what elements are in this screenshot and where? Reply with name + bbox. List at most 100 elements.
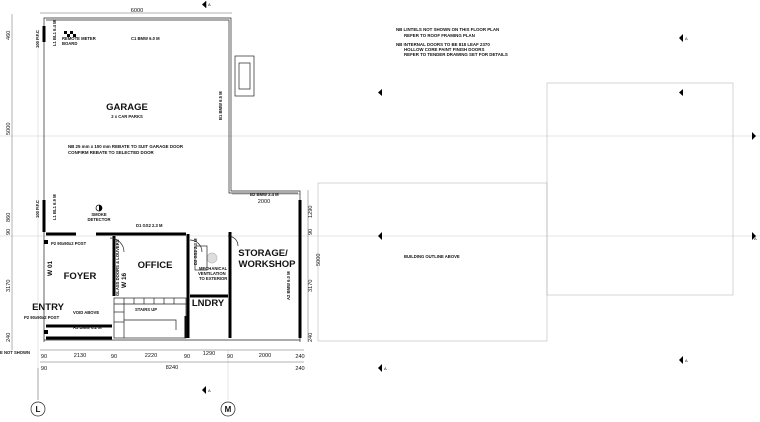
building-outline-above [317, 182, 548, 342]
svg-text:A: A [208, 2, 211, 7]
note-tender: REFER TO TENDER DRAWING SET FOR DETAILS [404, 52, 508, 57]
grid-bubble-m-label: M [225, 405, 232, 414]
dim-left-860: 860 [6, 213, 12, 222]
section-marker-right-mid [752, 132, 756, 140]
label-remote-board: BOARD [62, 41, 77, 46]
section-marker-top: A [202, 1, 211, 8]
room-garage-label: GARAGE [106, 102, 148, 113]
laundry-basin [206, 252, 218, 264]
dim-bottom-90a: 90 [41, 354, 47, 360]
dim-right-5000: 5000 [316, 254, 322, 266]
label-l1a: L1 BL1 6.4 M [52, 20, 57, 46]
svg-text:A: A [685, 36, 688, 41]
room-lndry-label: LNDRY [192, 298, 225, 309]
dim-outer-240: 240 [295, 366, 304, 372]
label-smoke-2: DETECTOR [88, 217, 111, 222]
label-glass-doors: GLASS DOORS & LOUVERS [115, 239, 120, 296]
note-internal-doors: NB INTERNAL DOORS TO BE 818 LEAF 2370 [396, 42, 490, 47]
dim-step-2000: 2000 [258, 199, 270, 205]
dim-left-90: 90 [6, 229, 12, 235]
room-foyer-label: FOYER [64, 271, 97, 282]
laundry-tub [194, 245, 208, 271]
label-mech-3: TO EXTERIOR [199, 276, 227, 281]
label-mech-1: MECHANICAL [199, 266, 228, 271]
smoke-detector-icon [95, 204, 103, 212]
dim-total: 8240 [166, 365, 178, 371]
chimney [234, 55, 255, 97]
label-d2: D2 GS2 2.3 M [193, 238, 198, 265]
dim-bottom-2130: 2130 [74, 353, 86, 359]
dim-bottom-240: 240 [295, 354, 304, 360]
svg-text:A: A [754, 236, 757, 241]
label-building-outline: BUILDING OUTLINE ABOVE [404, 254, 460, 259]
dim-bottom-90b: 90 [111, 354, 117, 360]
label-a2: A2 BMW 6.0 M [286, 271, 291, 300]
label-p2-post: P2 90x90x2 POST [51, 241, 87, 246]
label-not-shown: E NOT SHOWN [0, 350, 30, 355]
door-swing-lndry [189, 239, 203, 253]
label-p2-post2: P2 90x90x2 POST [24, 315, 60, 320]
dim-top: 6000 [131, 8, 143, 14]
door-swing-storage [227, 235, 239, 247]
section-marker-bottom-r2: A [378, 364, 387, 372]
label-mech-2: VENTILATION [198, 271, 226, 276]
post-icon [44, 330, 48, 334]
label-c1: C1 BMW 6.0 M [131, 36, 160, 41]
label-remote-meter: REMOTE METER [62, 36, 96, 41]
section-marker-right: A [752, 232, 757, 241]
section-marker-top-right: A [679, 34, 688, 42]
label-b2: B2 BMW 2.4 M [250, 192, 279, 197]
dim-left-5000: 5000 [6, 123, 12, 135]
dim-bottom-2220: 2220 [145, 353, 157, 359]
dim-outer-90: 90 [41, 366, 47, 372]
room-workshop-label: WORKSHOP [239, 259, 297, 270]
note-hollow-core: HOLLOW CORE PAINT FINISH DOORS [404, 47, 484, 52]
label-stairs-up: STAIRS UP [135, 307, 157, 312]
label-l1b: L1 BL1 6.9 M [52, 194, 57, 220]
note-lintels: NB LINTELS NOT SHOWN ON THIS FLOOR PLAN [396, 27, 499, 32]
section-marker-bottom-right: A [679, 356, 688, 364]
dim-right-240: 240 [308, 333, 314, 342]
label-pfc-mid: 100 P.F.C [35, 200, 40, 218]
garage-outer-wall [43, 17, 301, 342]
svg-text:A: A [384, 366, 387, 371]
dim-left-460: 460 [6, 31, 12, 40]
dim-bottom-2000: 2000 [259, 353, 271, 359]
section-marker-mid-left [378, 232, 382, 240]
svg-text:A: A [685, 358, 688, 363]
door-swing-office [109, 237, 125, 253]
garage-inner-wall [46, 19, 298, 194]
dim-right-3170: 3170 [308, 280, 314, 292]
note-rebate-2: CONFIRM REBATE TO SELECTED DOOR [68, 150, 155, 155]
dim-left-3170: 3170 [6, 280, 12, 292]
dim-bottom-1290: 1290 [203, 351, 215, 357]
room-office-label: OFFICE [138, 260, 173, 271]
label-d1: D1 GS2 2.3 M [136, 223, 163, 228]
section-marker-bottom-mid: A [202, 386, 211, 394]
svg-text:A: A [208, 388, 211, 393]
label-void: VOID ABOVE [73, 310, 99, 315]
label-a3: A3 BMW 6.2 M [73, 325, 102, 330]
chimney-flue [238, 62, 251, 90]
label-w16: W 16 [121, 272, 128, 288]
label-smoke-1: SMOKE [91, 212, 107, 217]
room-garage-sub: 2 x CAR PARKS [111, 114, 143, 119]
dim-bottom-90c: 90 [184, 354, 190, 360]
grid-bubble-m [220, 401, 236, 417]
room-entry-label: ENTRY [32, 302, 65, 313]
grid-bubble-l-label: L [36, 405, 41, 414]
dim-bottom-90d: 90 [227, 354, 233, 360]
stairs [113, 297, 187, 339]
remote-meter-icon [64, 31, 76, 37]
dim-left-240: 240 [6, 333, 12, 342]
post-icon [44, 240, 48, 244]
section-marker-top-left [378, 89, 382, 96]
note-rebate-1: NB 25 mm x 100 mm REBATE TO SUIT GARAGE … [68, 144, 184, 149]
label-w01: W 01 [47, 260, 54, 276]
label-b1: B1 BMW 6.5 M [218, 91, 223, 120]
section-marker-far-right-top [679, 89, 683, 96]
label-pfc-top: 100 P.F.C [35, 30, 40, 48]
room-storage-label: STORAGE/ [238, 248, 288, 259]
grid-bubble-l [30, 401, 46, 417]
